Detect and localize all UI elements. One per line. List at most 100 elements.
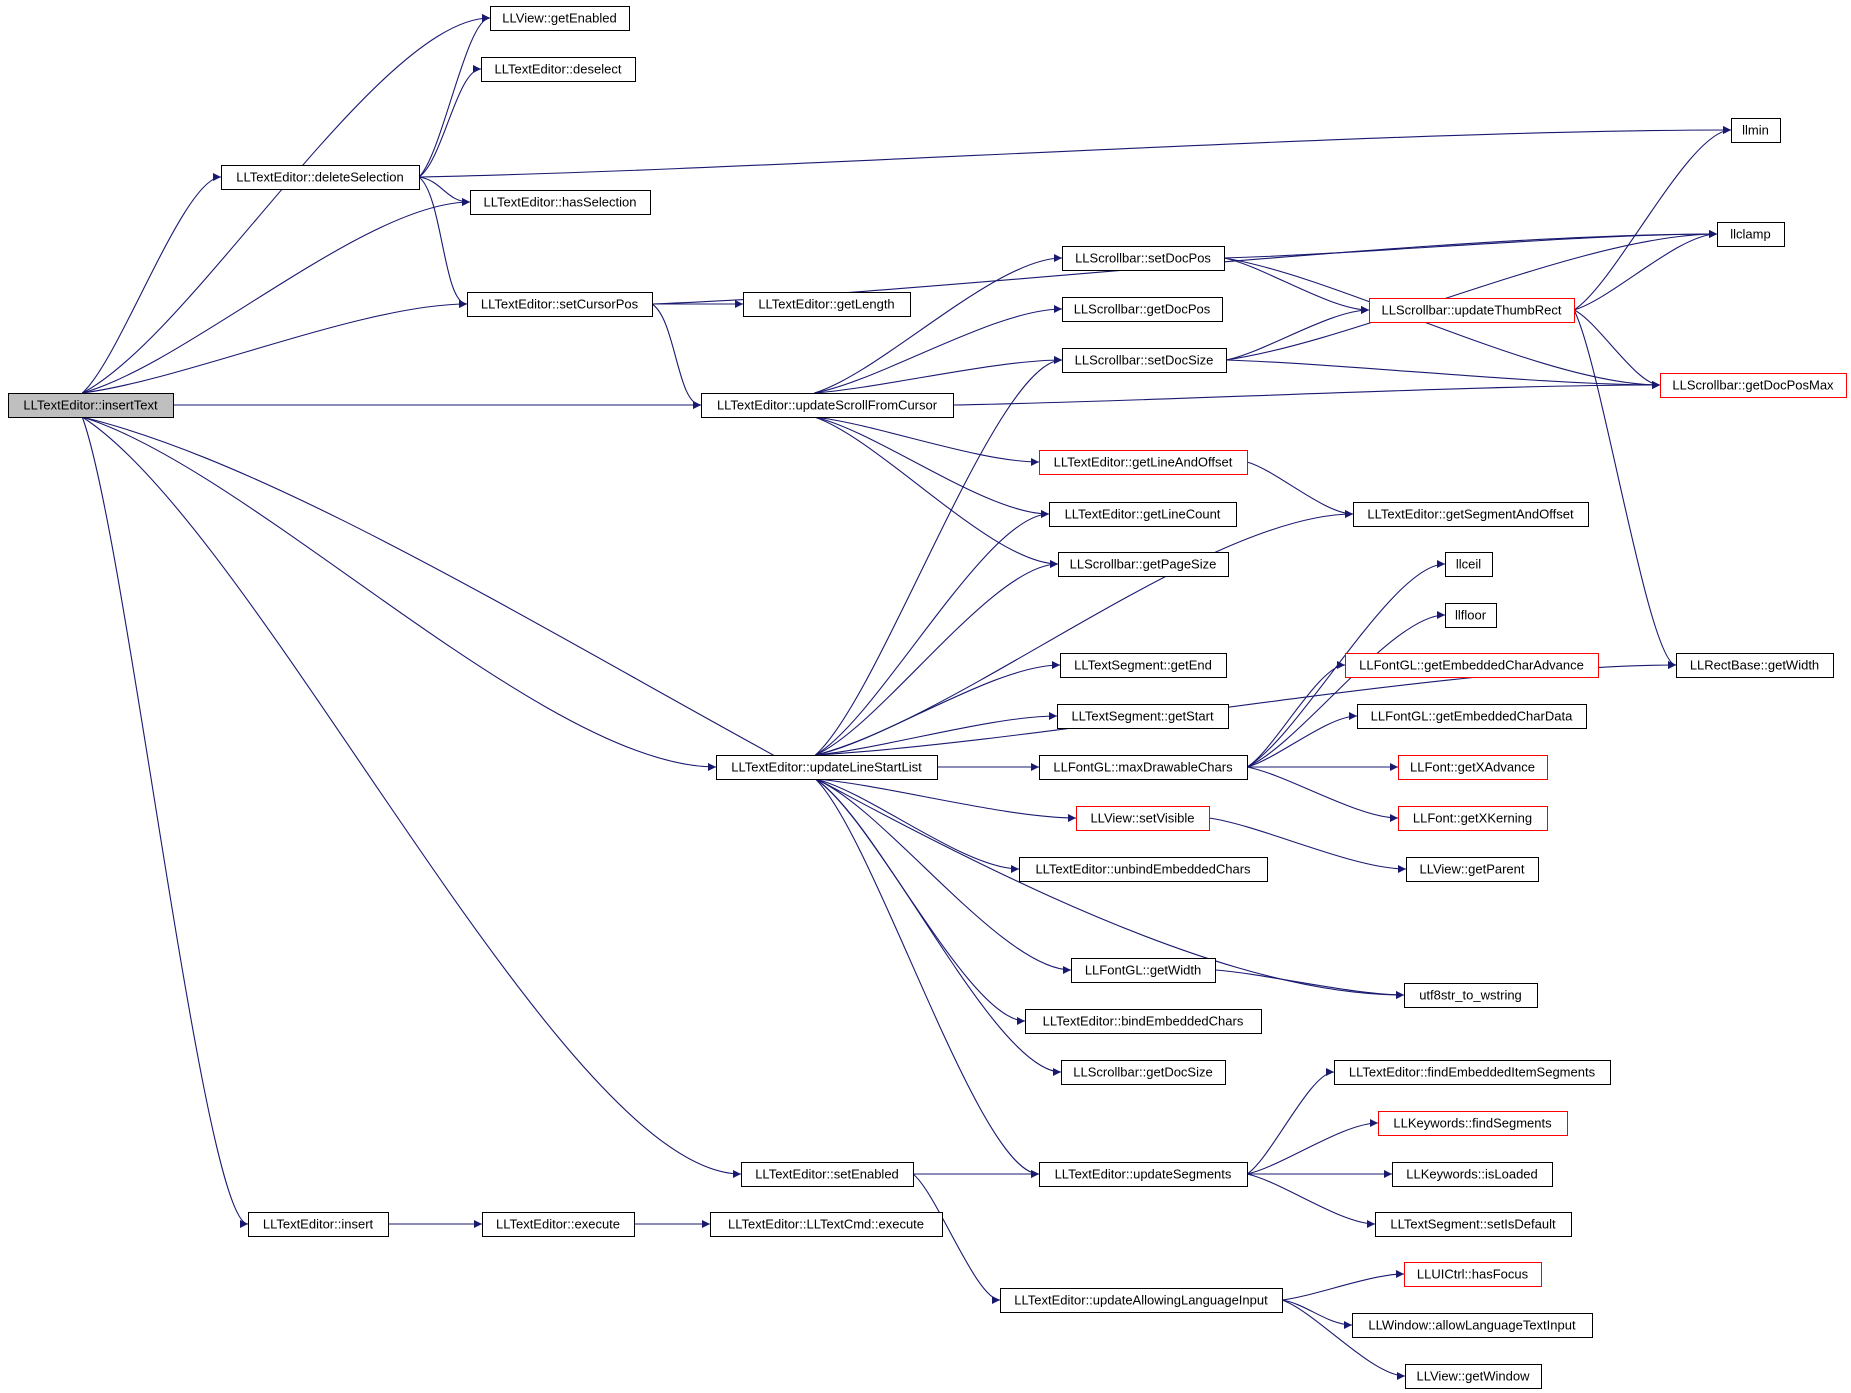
node-llfloor[interactable]: llfloor bbox=[1445, 603, 1497, 628]
node-label: LLRectBase::getWidth bbox=[1690, 658, 1819, 673]
node-sb-set-doc-size[interactable]: LLScrollbar::setDocSize bbox=[1062, 348, 1227, 373]
node-seg-get-end[interactable]: LLTextSegment::getEnd bbox=[1060, 653, 1227, 678]
node-box bbox=[1062, 297, 1223, 322]
edge-update-line-start-list-to-get-line-count bbox=[815, 510, 1050, 756]
node-label: LLView::setVisible bbox=[1090, 811, 1194, 826]
edge-delete-selection-to-set-cursor-pos bbox=[418, 176, 468, 308]
node-max-drawable-chars[interactable]: LLFontGL::maxDrawableChars bbox=[1039, 755, 1248, 780]
node-get-line-and-offset[interactable]: LLTextEditor::getLineAndOffset bbox=[1039, 450, 1248, 475]
node-set-is-default[interactable]: LLTextSegment::setIsDefault bbox=[1375, 1212, 1572, 1237]
node-box bbox=[1357, 704, 1587, 729]
node-get-line-count[interactable]: LLTextEditor::getLineCount bbox=[1049, 502, 1237, 527]
node-unbind-embedded-chars[interactable]: LLTextEditor::unbindEmbeddedChars bbox=[1019, 857, 1268, 882]
node-sb-get-doc-pos[interactable]: LLScrollbar::getDocPos bbox=[1062, 297, 1223, 322]
node-label: LLKeywords::findSegments bbox=[1393, 1116, 1552, 1131]
node-get-page-size[interactable]: LLScrollbar::getPageSize bbox=[1058, 552, 1229, 577]
node-update-line-start-list[interactable]: LLTextEditor::updateLineStartList bbox=[716, 755, 938, 780]
node-get-embedded-char-data[interactable]: LLFontGL::getEmbeddedCharData bbox=[1357, 704, 1587, 729]
node-deselect[interactable]: LLTextEditor::deselect bbox=[481, 57, 636, 82]
edge-insert-text-to-has-selection bbox=[82, 198, 471, 394]
node-label: LLTextEditor::deselect bbox=[495, 62, 622, 77]
node-sb-get-doc-size[interactable]: LLScrollbar::getDocSize bbox=[1061, 1060, 1226, 1085]
node-get-window[interactable]: LLView::getWindow bbox=[1405, 1364, 1542, 1389]
node-llmin[interactable]: llmin bbox=[1731, 118, 1781, 143]
edge-max-drawable-chars-to-llfloor bbox=[1246, 611, 1446, 768]
node-box bbox=[1076, 806, 1210, 831]
node-get-xkerning[interactable]: LLFont::getXKerning bbox=[1398, 806, 1548, 831]
node-box bbox=[8, 393, 174, 418]
node-set-visible[interactable]: LLView::setVisible bbox=[1076, 806, 1210, 831]
node-box bbox=[1025, 1009, 1262, 1034]
node-box bbox=[1334, 1060, 1611, 1085]
node-cmd-execute[interactable]: LLTextEditor::LLTextCmd::execute bbox=[710, 1212, 943, 1237]
node-label: llmin bbox=[1742, 123, 1769, 138]
edge-update-line-start-list-to-get-page-size bbox=[815, 560, 1059, 756]
node-utf8str[interactable]: utf8str_to_wstring bbox=[1404, 983, 1538, 1008]
node-box bbox=[710, 1212, 943, 1237]
node-set-cursor-pos[interactable]: LLTextEditor::setCursorPos bbox=[467, 292, 653, 317]
node-label: LLTextEditor::insert bbox=[263, 1217, 374, 1232]
node-label: LLView::getEnabled bbox=[502, 11, 616, 26]
node-label: LLUICtrl::hasFocus bbox=[1417, 1267, 1529, 1282]
node-insert[interactable]: LLTextEditor::insert bbox=[248, 1212, 389, 1237]
node-font-get-width[interactable]: LLFontGL::getWidth bbox=[1071, 958, 1216, 983]
edge-set-enabled-to-update-allowing-language-input bbox=[912, 1173, 1001, 1304]
edge-update-thumb-rect-to-llmin bbox=[1573, 126, 1732, 311]
node-get-rect-width[interactable]: LLRectBase::getWidth bbox=[1676, 653, 1834, 678]
edge-update-allowing-language-input-to-has-focus bbox=[1281, 1270, 1405, 1301]
node-update-scroll-from-cursor[interactable]: LLTextEditor::updateScrollFromCursor bbox=[701, 393, 954, 418]
node-box bbox=[1445, 552, 1493, 577]
node-box bbox=[1019, 857, 1268, 882]
node-insert-text[interactable]: LLTextEditor::insertText bbox=[8, 393, 174, 418]
node-box bbox=[1731, 118, 1781, 143]
node-get-embedded-char-advance[interactable]: LLFontGL::getEmbeddedCharAdvance bbox=[1345, 653, 1599, 678]
node-find-embedded-item-segments[interactable]: LLTextEditor::findEmbeddedItemSegments bbox=[1334, 1060, 1611, 1085]
node-execute[interactable]: LLTextEditor::execute bbox=[482, 1212, 635, 1237]
node-seg-get-start[interactable]: LLTextSegment::getStart bbox=[1057, 704, 1229, 729]
node-box bbox=[1392, 1162, 1553, 1187]
node-label: LLTextEditor::setCursorPos bbox=[481, 297, 639, 312]
node-label: LLTextSegment::setIsDefault bbox=[1390, 1217, 1556, 1232]
node-llclamp[interactable]: llclamp bbox=[1717, 222, 1785, 247]
node-label: LLTextSegment::getEnd bbox=[1074, 658, 1212, 673]
edge-update-scroll-from-cursor-to-get-page-size bbox=[814, 416, 1059, 568]
node-get-parent[interactable]: LLView::getParent bbox=[1406, 857, 1539, 882]
node-label: LLTextEditor::getLineAndOffset bbox=[1054, 455, 1233, 470]
node-box bbox=[1345, 653, 1599, 678]
node-label: LLTextEditor::hasSelection bbox=[484, 195, 637, 210]
edge-delete-selection-to-deselect bbox=[418, 65, 482, 178]
node-get-doc-pos-max[interactable]: LLScrollbar::getDocPosMax bbox=[1660, 373, 1847, 398]
node-get-enabled[interactable]: LLView::getEnabled bbox=[490, 6, 630, 31]
node-set-enabled[interactable]: LLTextEditor::setEnabled bbox=[741, 1162, 914, 1187]
node-label: LLFont::getXKerning bbox=[1413, 811, 1532, 826]
edge-update-allowing-language-input-to-allow-language-text-input bbox=[1281, 1299, 1353, 1329]
node-label: LLTextEditor::LLTextCmd::execute bbox=[728, 1217, 924, 1232]
node-sb-set-doc-pos[interactable]: LLScrollbar::setDocPos bbox=[1062, 246, 1225, 271]
node-box bbox=[1061, 1060, 1226, 1085]
node-llceil[interactable]: llceil bbox=[1445, 552, 1493, 577]
node-box bbox=[1039, 1162, 1248, 1187]
node-box bbox=[1660, 373, 1847, 398]
node-get-xadvance[interactable]: LLFont::getXAdvance bbox=[1398, 755, 1548, 780]
node-delete-selection[interactable]: LLTextEditor::deleteSelection bbox=[221, 165, 420, 190]
node-update-thumb-rect[interactable]: LLScrollbar::updateThumbRect bbox=[1369, 298, 1575, 323]
node-has-focus[interactable]: LLUICtrl::hasFocus bbox=[1404, 1262, 1542, 1287]
node-update-allowing-language-input[interactable]: LLTextEditor::updateAllowingLanguageInpu… bbox=[1000, 1288, 1283, 1313]
node-box bbox=[1445, 603, 1497, 628]
node-box bbox=[248, 1212, 389, 1237]
node-bind-embedded-chars[interactable]: LLTextEditor::bindEmbeddedChars bbox=[1025, 1009, 1262, 1034]
node-label: LLTextEditor::getLineCount bbox=[1065, 507, 1221, 522]
node-get-length[interactable]: LLTextEditor::getLength bbox=[743, 292, 911, 317]
node-find-segments[interactable]: LLKeywords::findSegments bbox=[1378, 1111, 1568, 1136]
node-update-segments[interactable]: LLTextEditor::updateSegments bbox=[1039, 1162, 1248, 1187]
node-has-selection[interactable]: LLTextEditor::hasSelection bbox=[470, 190, 651, 215]
node-is-loaded[interactable]: LLKeywords::isLoaded bbox=[1392, 1162, 1553, 1187]
node-label: LLScrollbar::updateThumbRect bbox=[1382, 303, 1562, 318]
edge-sb-set-doc-size-to-update-thumb-rect bbox=[1225, 306, 1370, 361]
edge-update-segments-to-find-segments bbox=[1246, 1119, 1379, 1175]
node-get-segment-and-offset[interactable]: LLTextEditor::getSegmentAndOffset bbox=[1353, 502, 1589, 527]
node-box bbox=[1049, 502, 1237, 527]
node-allow-language-text-input[interactable]: LLWindow::allowLanguageTextInput bbox=[1352, 1313, 1593, 1338]
edge-insert-text-to-set-enabled bbox=[81, 416, 742, 1178]
